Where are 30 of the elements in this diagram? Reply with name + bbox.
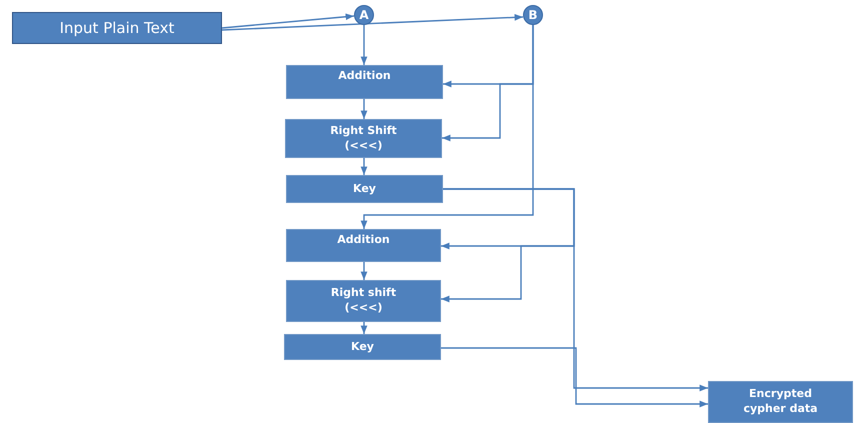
node-label: Key: [352, 182, 377, 196]
node-label: Encrypted cypher data: [742, 387, 819, 417]
arrow: [360, 262, 368, 280]
connector-circle: [523, 5, 543, 25]
node-label: Input Plain Text: [58, 18, 176, 38]
process-box: [285, 119, 442, 158]
node-label: Addition: [336, 233, 391, 248]
process-box: [286, 229, 441, 262]
arrow: [443, 188, 708, 392]
arrow: [222, 14, 524, 31]
process-box: [286, 175, 443, 203]
node-label: Right shift (<<<): [330, 286, 398, 316]
arrow: [360, 322, 368, 334]
node-label: Addition: [337, 69, 392, 84]
node-label: Key: [350, 340, 375, 354]
arrow: [222, 13, 354, 29]
arrow: [360, 99, 368, 119]
connector-circle: [354, 5, 374, 25]
process-box: [286, 65, 443, 99]
output-box: [708, 381, 853, 423]
node-label: B: [527, 6, 539, 24]
process-box: [284, 334, 441, 360]
arrow: [360, 158, 368, 175]
node-label: A: [358, 6, 370, 24]
process-box: [286, 280, 441, 322]
arrow: [441, 347, 708, 408]
arrow: [360, 25, 534, 229]
arrow: [360, 25, 368, 65]
input-box: [12, 12, 222, 44]
node-label: Right Shift (<<<): [329, 124, 398, 154]
